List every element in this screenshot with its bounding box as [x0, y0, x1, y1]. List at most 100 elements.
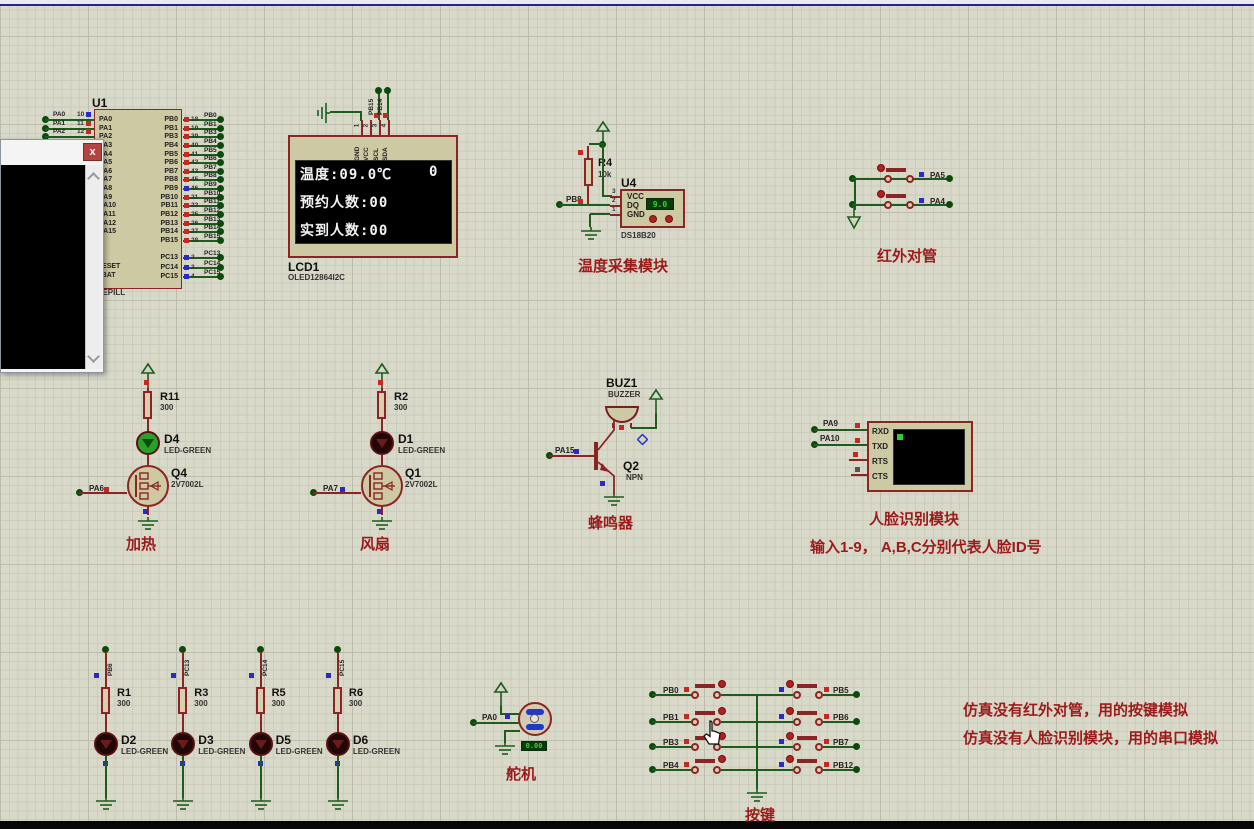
scroll-up-icon[interactable] — [87, 172, 100, 185]
net-label: PB0 — [663, 686, 679, 695]
face-module-screen[interactable] — [893, 429, 965, 485]
lcd-screen — [295, 160, 452, 244]
led-D1[interactable] — [370, 431, 394, 455]
face-pin-label: CTS — [872, 472, 888, 481]
wire — [336, 652, 339, 688]
resistor-R2[interactable] — [377, 391, 386, 419]
led-D4[interactable] — [136, 431, 160, 455]
key-button-actuator[interactable] — [718, 755, 726, 763]
key-button-actuator[interactable] — [786, 707, 794, 715]
wire — [757, 746, 793, 748]
pin-state-square — [184, 134, 189, 140]
ds18b20-down-button[interactable] — [665, 215, 673, 223]
popup-close-button[interactable]: x — [83, 143, 102, 161]
net-label: PA4 — [930, 197, 945, 206]
pin-state-square — [779, 739, 784, 744]
wire — [757, 694, 793, 696]
wire — [652, 746, 692, 748]
button-terminal — [793, 718, 801, 726]
ir-button-actuator[interactable] — [877, 190, 885, 198]
junction-dot — [217, 236, 224, 244]
key-button-actuator[interactable] — [786, 755, 794, 763]
button-terminal — [713, 691, 721, 699]
mosfet-Q1[interactable] — [361, 465, 403, 507]
net-label: PB12 — [204, 206, 221, 214]
wire — [757, 721, 793, 723]
resistor-R11[interactable] — [143, 391, 152, 419]
led-D2[interactable] — [94, 732, 118, 756]
mcu-pin-number: 21 — [191, 193, 199, 201]
junction-dot — [217, 263, 224, 271]
net-label-pa10: PA10 — [820, 434, 840, 443]
transistor-q2[interactable] — [588, 418, 633, 503]
junction-dot — [179, 646, 187, 653]
pin-state-square — [779, 687, 784, 692]
button-terminal — [691, 691, 699, 699]
junction-dot — [853, 743, 860, 750]
net-label: PB0 — [204, 112, 217, 119]
popup-scrollbar[interactable] — [85, 165, 102, 369]
mcu-pin-number: 4 — [191, 273, 195, 280]
wire — [147, 455, 149, 465]
key-button-actuator[interactable] — [718, 707, 726, 715]
key-button-actuator[interactable] — [786, 732, 794, 740]
resistor-ref: R11 — [160, 391, 180, 403]
chip-pin-stub — [610, 205, 620, 207]
junction-dot — [853, 766, 860, 773]
led-D5[interactable] — [248, 732, 273, 756]
lcd-pin-number: 2 — [362, 123, 370, 128]
terminal-cursor — [897, 434, 903, 440]
button-terminal — [691, 766, 699, 774]
net-label: PB5 — [204, 146, 217, 154]
u4-ref: U4 — [621, 176, 637, 190]
wire — [182, 652, 185, 688]
resistor-ref: R1 — [117, 687, 132, 699]
pin-state-square — [619, 425, 624, 430]
resistor-R3[interactable] — [178, 687, 188, 714]
net-label: PC14 — [204, 259, 221, 267]
wire — [587, 186, 589, 206]
resistor-R1[interactable] — [101, 687, 110, 714]
button-cap — [695, 684, 715, 688]
net-label: PB9 — [204, 181, 217, 189]
net-label: PA1 — [53, 119, 66, 127]
pin-state-square — [184, 194, 189, 200]
wire — [587, 146, 589, 158]
wire — [721, 721, 757, 723]
mosfet-Q4[interactable] — [127, 465, 169, 507]
wire — [147, 388, 149, 392]
button-terminal — [884, 175, 892, 183]
wire — [612, 423, 614, 428]
wire — [381, 419, 383, 432]
led-D3[interactable] — [171, 732, 196, 756]
ds18b20-up-button[interactable] — [649, 215, 657, 223]
resistor-R5[interactable] — [255, 687, 265, 714]
junction-dot — [217, 210, 224, 218]
wire — [105, 714, 107, 733]
pin-state-square — [143, 509, 148, 514]
pin-state-square — [86, 129, 91, 135]
junction-dot — [853, 718, 860, 725]
mcu-pin-inner: PB13 — [160, 219, 178, 227]
wire — [721, 746, 757, 748]
servo-arc-bottom — [526, 724, 544, 730]
junction-dot — [217, 254, 224, 261]
key-button-actuator[interactable] — [718, 680, 726, 688]
key-button-actuator[interactable] — [786, 680, 794, 688]
lcd-pin-label: VCC — [363, 147, 371, 161]
resistor-r4[interactable] — [584, 158, 593, 186]
wire-PB11 — [183, 205, 222, 208]
led-D6[interactable] — [325, 732, 350, 756]
junction-dot — [217, 150, 224, 158]
ground-icon — [95, 797, 117, 817]
wire-PB6 — [183, 162, 222, 165]
ground-icon — [327, 797, 349, 817]
mcu-pin-inner: VBAT — [97, 272, 116, 279]
scroll-down-icon[interactable] — [87, 350, 100, 363]
net-label: PB4 — [204, 137, 217, 145]
resistor-R6[interactable] — [332, 687, 342, 714]
pin-state-square — [184, 237, 189, 243]
wire-PA0 — [45, 119, 94, 121]
ir-button-actuator[interactable] — [877, 164, 885, 172]
